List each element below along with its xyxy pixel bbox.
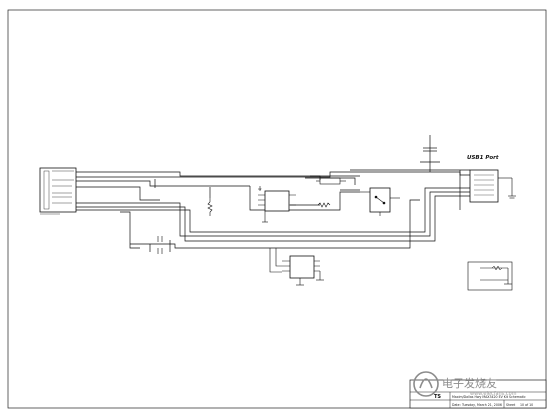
- ic-lower: [269, 248, 324, 286]
- resistor-group-right: [467, 261, 513, 291]
- usb-port-heading: USB1 Port: [467, 155, 499, 161]
- watermark: 电子发烧友 www.elecfans.com: [413, 371, 517, 397]
- supply-decoupling: [350, 135, 470, 210]
- watermark-text: 电子发烧友: [442, 376, 497, 390]
- inductor-l1: [316, 177, 346, 185]
- resistor-r2: [317, 202, 331, 208]
- svg-text:U2: U2: [258, 187, 262, 191]
- connector-block-left: [39, 167, 77, 215]
- title-block-label: TS: [434, 394, 441, 400]
- title-block: TS Maxim/Dallas Hwy MAX3420 EV Kit Schem…: [409, 379, 547, 409]
- title-block-sheet-label: Sheet: [506, 403, 516, 407]
- watermark-url: www.elecfans.com: [470, 391, 517, 397]
- capacitors-lower-left: [157, 236, 163, 254]
- title-block-date-label: Date:: [452, 403, 461, 407]
- title-block-sheet: 10 of 10: [520, 403, 533, 407]
- esd-protection: [360, 187, 400, 216]
- sheet-border: [7, 9, 547, 409]
- ic-center: U2: [258, 186, 296, 223]
- bus-wires: [76, 171, 470, 252]
- title-block-date: Tuesday, March 21, 2006: [461, 403, 502, 407]
- resistor-r1: [207, 198, 213, 216]
- usb-port-connector: USB1 Port: [467, 155, 516, 203]
- title-block-org: Maxim/Dallas Hwy MAX3420 EV Kit Schemati…: [452, 395, 526, 399]
